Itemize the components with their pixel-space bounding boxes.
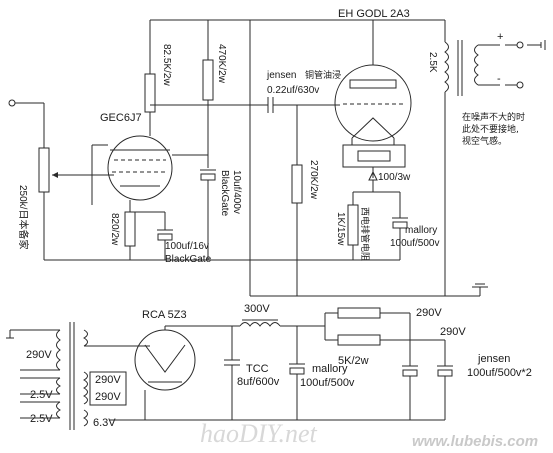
pt-290-hv-a: 290V [95,374,121,386]
speaker-terminal-minus [516,81,524,89]
speaker-minus: - [497,73,501,85]
cap-mallory-1-brand: mallory [405,225,437,236]
cap-bg-2-brand: BlackGate [165,254,212,265]
cap-bg-1-value: 10uf/400v [231,170,242,214]
cap-mallory-2-value: 100uf/500v [300,377,355,389]
pt-6v3-winding [82,409,88,427]
pt-290-hv-b: 290V [95,391,121,403]
noise-note-2: 此处不要接地, [462,123,519,135]
cap-mallory-2-brand: mallory [312,363,348,375]
filter-choke [239,322,281,327]
ot-primary-label: 2.5K [427,52,438,73]
pt-63: 6.3V [93,417,116,429]
filament-hum-balance [342,144,406,168]
cathode-bypass-cap [157,233,173,241]
b-plus-290-a: 290V [416,307,442,319]
input-tube-label: GEC6J7 [100,112,142,124]
pt-290-primary: 290V [26,349,52,361]
r-820-label: 820/2w [109,213,120,246]
coupling-cap-brand: jensen [266,70,296,81]
output-tube-label: EH GODL 2A3 [338,8,410,20]
output-transformer-primary [444,41,449,93]
pt-secondary-top [82,329,88,347]
r-470k-label: 470K/2w [216,44,227,84]
speaker-plus: + [497,31,503,43]
tcc-brand: TCC [246,363,269,375]
pt-winding-2v5-a [56,377,62,395]
grid-resistor-270k [291,164,303,204]
b-plus-290-b: 290V [440,326,466,338]
pt-winding-2v5-b [56,401,62,419]
output-tube-2a3 [334,64,412,142]
volume-pot-label: 250k/日本备家 [17,185,30,249]
input-jack [8,99,45,148]
filter-cap-mallory [289,367,305,375]
power-transformer-primary [56,329,61,371]
watermark-haodiy: haoDIY.net [200,419,318,448]
r-5k-label: 5K/2w [338,355,369,367]
cathode-resistor-1k [347,204,359,246]
filter-cap-jensen-a [402,369,418,377]
rectifier-tube-5z3 [134,329,196,391]
cathode-resistor-820 [124,211,136,247]
rectifier-label: RCA 5Z3 [142,309,187,321]
screen-resistor-470k [202,59,214,101]
cap-jensen-brand: jensen [477,353,510,365]
noise-note-3: 视空气感。 [462,135,507,147]
r-270k-label: 270K/2w [308,160,319,200]
coupling-cap-value: 0.22uf/630v [267,85,319,96]
screen-bypass-cap [200,173,216,181]
volume-pot [38,147,92,260]
cathode-r-2a3-label: 100/3w [378,172,411,183]
b-plus-300: 300V [244,303,270,315]
tcc-value: 8uf/600v [237,376,280,388]
pt-25-a: 2.5V [30,389,53,401]
cap-mallory-1-value: 100uf/500v [390,238,440,249]
dropping-resistor-b [337,334,381,346]
output-transformer-secondary [474,44,479,86]
r-1k-note: 西电排管电阻 [359,207,371,261]
filter-cap-jensen-b [437,369,453,377]
dropping-resistor-a [337,307,381,319]
pt-25-b: 2.5V [30,413,53,425]
cap-bg-1-brand: BlackGate [219,170,230,217]
cap-jensen-value: 100uf/500v*2 [467,367,532,379]
plate-resistor-82k [144,73,156,113]
watermark-site: www.lubebis.com [412,433,538,450]
r-1k-label: 1K/15w [335,212,346,246]
coupling-cap-note: 铜管油浸 [305,69,341,81]
input-tube-6j7 [107,135,173,201]
noise-note-1: 在噪声不大的时 [462,111,525,123]
pt-hv-winding [82,371,88,405]
speaker-terminal-plus [516,41,524,49]
r-82k-label: 82.5K/2w [161,44,172,86]
cap-bg-2-value: 100uf/16v [165,241,209,252]
